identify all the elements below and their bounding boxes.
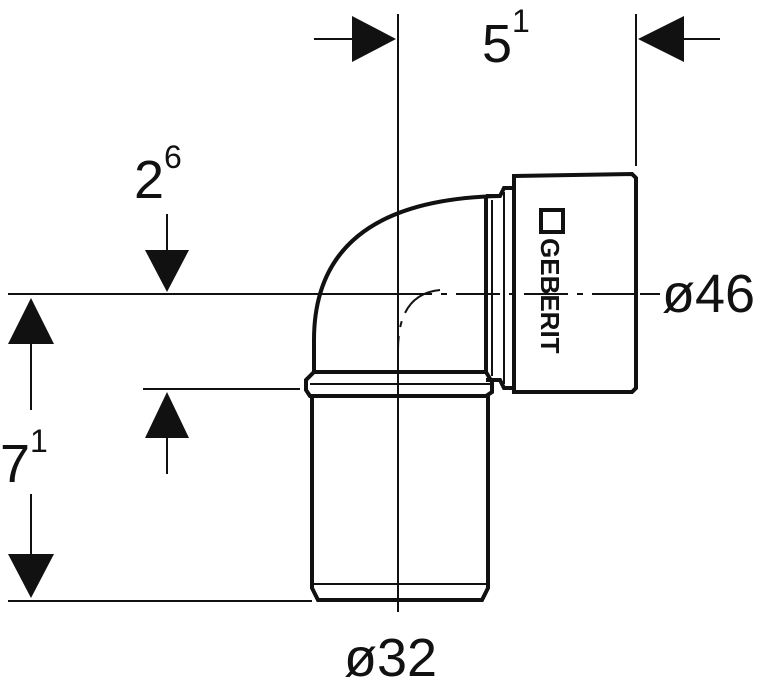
top-width-fraction: 1 [512, 3, 530, 39]
height-down-arrowhead-icon [8, 554, 54, 598]
elbow-outer-curve [312, 194, 501, 372]
logo-square-icon [539, 208, 565, 234]
height-fraction: 1 [30, 423, 48, 459]
up-arrowhead-icon [145, 392, 189, 438]
geberit-logo: GEBERIT [535, 208, 565, 354]
logo-wordmark: GEBERIT [535, 238, 565, 354]
bend-offset-value: 2 [134, 150, 164, 210]
elbow-pipe-body [304, 171, 638, 602]
height-up-arrowhead-icon [8, 298, 54, 344]
height-dimension: 71 [0, 298, 54, 598]
top-width-dimension: 51 [314, 3, 720, 612]
height-value: 7 [0, 434, 30, 494]
top-width-value: 5 [482, 14, 512, 74]
svg-text:51: 51 [482, 3, 530, 74]
lower-spigot [310, 396, 490, 602]
right-arrowhead-icon [638, 16, 684, 62]
svg-text:26: 26 [134, 139, 182, 210]
inlet-diameter-label: ø32 [344, 628, 437, 680]
outlet-diameter-label: ø46 [662, 264, 755, 324]
down-arrowhead-icon [145, 250, 189, 292]
svg-text:71: 71 [0, 423, 48, 494]
outlet-collar [486, 186, 516, 390]
bend-offset-dimension: 26 [134, 139, 189, 474]
bend-offset-fraction: 6 [164, 139, 182, 175]
left-arrowhead-icon [352, 16, 396, 62]
bend-centerline [397, 289, 441, 380]
outlet-coupling [512, 171, 638, 394]
